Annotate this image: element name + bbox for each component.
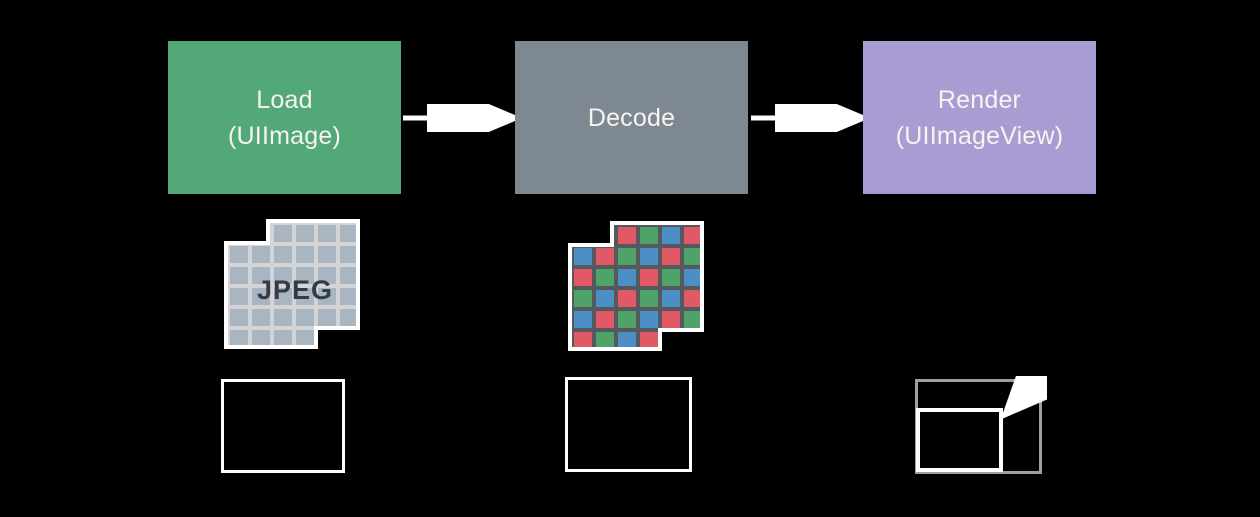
stage-decode-label: Decode [588,100,675,136]
stage-decode-box: Decode [515,41,748,194]
stage-render-box: Render (UIImageView) [863,41,1096,194]
loaded-image-canvas-frame [221,379,345,473]
render-view-frame [915,376,1047,474]
stage-load-label: Load (UIImage) [228,82,341,154]
stage-decode-title: Decode [587,103,676,132]
jpeg-label: JPEG [257,275,333,305]
stage-render-title: Render [937,85,1022,114]
jpeg-file-icon: JPEG [224,219,360,349]
flow-arrow-load-to-decode-icon [403,104,515,132]
scale-down-arrow-icon [1000,376,1047,420]
decoded-image-canvas-frame [565,377,692,472]
stage-render-label: Render (UIImageView) [896,82,1063,154]
stage-load-box: Load (UIImage) [168,41,401,194]
render-scaled-image-frame [916,408,1003,472]
stage-load-subtitle: (UIImage) [228,121,341,150]
flow-arrow-decode-to-render-icon [751,104,863,132]
decoded-bitmap-icon [568,221,704,351]
stage-load-title: Load [256,85,313,114]
stage-render-subtitle: (UIImageView) [895,121,1064,150]
